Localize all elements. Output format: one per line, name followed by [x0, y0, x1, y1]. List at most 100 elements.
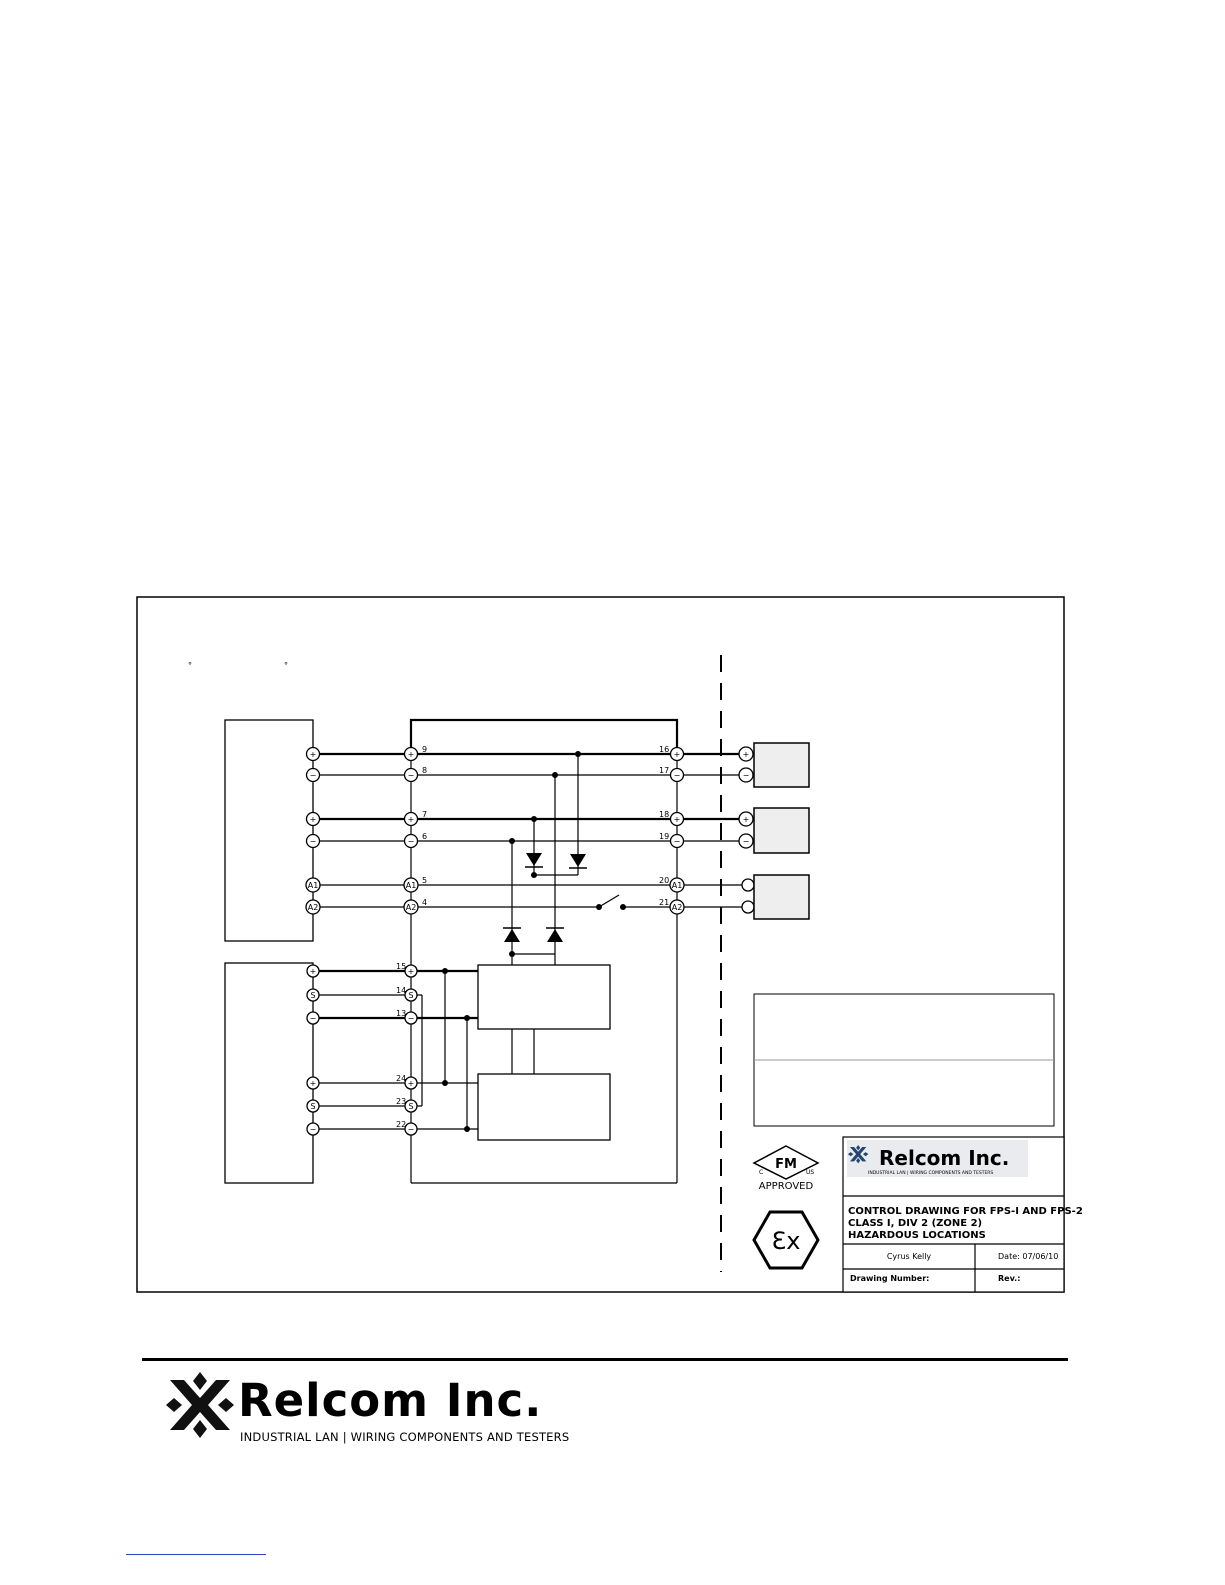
svg-text:−: − — [408, 1014, 415, 1023]
svg-text:S: S — [310, 1102, 315, 1111]
left-terminal: + — [306, 1076, 320, 1090]
module-terminal-8: −8 — [403, 766, 427, 783]
svg-text:+: + — [310, 967, 317, 976]
left-device-box-top — [224, 719, 314, 942]
svg-text:−: − — [310, 771, 317, 780]
svg-text:9: 9 — [422, 745, 427, 754]
left-terminal: − — [306, 1122, 320, 1136]
left-device-box-bottom — [224, 962, 314, 1184]
left-terminal: + — [305, 811, 321, 827]
svg-text:APPROVED: APPROVED — [759, 1181, 814, 1192]
left-terminal: − — [306, 1011, 320, 1025]
svg-text:+: + — [743, 815, 750, 824]
title-line-3: HAZARDOUS LOCATIONS — [848, 1230, 986, 1241]
module-terminal-5: A15 — [403, 876, 427, 893]
svg-text:8: 8 — [422, 766, 427, 775]
rev-label: Rev.: — [998, 1274, 1020, 1283]
svg-text:21: 21 — [659, 898, 669, 907]
module-terminal-7: +7 — [403, 810, 427, 827]
module-terminal-9: +9 — [403, 745, 427, 762]
junction-dot — [509, 838, 515, 844]
svg-text:−: − — [674, 771, 681, 780]
drawing-frame — [136, 596, 1065, 1293]
drawing-number-label: Drawing Number: — [850, 1274, 929, 1283]
left-terminal: + — [305, 746, 321, 762]
svg-text:15: 15 — [396, 962, 406, 971]
module-terminal-15: +15 — [396, 962, 418, 978]
footer-rule — [142, 1358, 1068, 1361]
svg-text:−: − — [310, 1014, 317, 1023]
svg-text:S: S — [310, 991, 315, 1000]
svg-text:−: − — [408, 837, 415, 846]
module-terminal-6: −6 — [403, 832, 427, 849]
relcom-logo-icon — [847, 1145, 869, 1164]
left-terminal: A1 — [305, 877, 321, 893]
junction-dot — [442, 1080, 448, 1086]
svg-text:6: 6 — [422, 832, 427, 841]
svg-text:+: + — [310, 815, 317, 824]
field-terminal-open — [741, 900, 755, 914]
left-terminal: S — [306, 1099, 320, 1113]
junction-dot — [531, 816, 537, 822]
module-terminal-14: S14 — [396, 986, 418, 1002]
svg-text:19: 19 — [659, 832, 669, 841]
svg-text:14: 14 — [396, 986, 406, 995]
module-terminal-13: −13 — [396, 1009, 418, 1025]
drawn-by: Cyrus Kelly — [887, 1252, 932, 1261]
svg-text:+: + — [408, 750, 415, 759]
module-terminal-16: +16 — [659, 745, 685, 762]
junction-dot — [464, 1126, 470, 1132]
title-block-company: Relcom Inc. — [879, 1146, 1009, 1170]
junction-dot — [531, 872, 537, 878]
svg-text:−: − — [408, 771, 415, 780]
svg-text:A1: A1 — [308, 881, 319, 890]
degree-mark-2: ° — [284, 661, 288, 670]
svg-text:+: + — [408, 815, 415, 824]
diode-icon — [503, 927, 521, 942]
field-terminal: − — [738, 767, 754, 783]
svg-text:+: + — [674, 750, 681, 759]
junction-dot — [509, 951, 515, 957]
left-terminal: − — [305, 833, 321, 849]
svg-text:−: − — [743, 771, 750, 780]
left-terminal: − — [305, 767, 321, 783]
svg-text:+: + — [408, 1079, 415, 1088]
footer-link-underline — [126, 1554, 266, 1555]
svg-text:20: 20 — [659, 876, 669, 885]
svg-text:16: 16 — [659, 745, 669, 754]
module-top-rail — [409, 718, 679, 760]
title-line-1: CONTROL DRAWING FOR FPS-I AND FPS-2 — [848, 1206, 1083, 1217]
module-terminal-17: −17 — [659, 766, 685, 783]
svg-text:22: 22 — [396, 1120, 406, 1129]
svg-text:4: 4 — [422, 898, 427, 907]
svg-text:A2: A2 — [406, 903, 417, 912]
diode-icon — [525, 853, 543, 868]
field-terminal-open — [741, 878, 755, 892]
title-block-tagline: INDUSTRIAL LAN | WIRING COMPONENTS AND T… — [868, 1170, 993, 1176]
svg-text:−: − — [310, 837, 317, 846]
field-device-box-1 — [753, 742, 810, 788]
svg-text:C: C — [759, 1169, 763, 1176]
svg-text:+: + — [408, 967, 415, 976]
degree-mark-1: ° — [188, 661, 192, 670]
svg-text:7: 7 — [422, 810, 427, 819]
module-terminal-4: A2 4 — [403, 898, 427, 915]
field-terminal: − — [738, 833, 754, 849]
module-terminal-18: +18 — [659, 810, 685, 827]
junction-dot — [575, 751, 581, 757]
title-block: Relcom Inc. INDUSTRIAL LAN | WIRING COMP… — [842, 1136, 1083, 1293]
drawing-date: Date: 07/06/10 — [998, 1252, 1058, 1261]
field-device-box-3 — [753, 874, 810, 920]
svg-text:5: 5 — [422, 876, 427, 885]
svg-text:+: + — [310, 1079, 317, 1088]
svg-text:13: 13 — [396, 1009, 406, 1018]
left-terminal: A2 — [305, 899, 321, 915]
title-line-2: CLASS I, DIV 2 (ZONE 2) — [848, 1218, 982, 1229]
svg-text:US: US — [806, 1169, 814, 1176]
svg-text:−: − — [674, 837, 681, 846]
footer-tagline: INDUSTRIAL LAN | WIRING COMPONENTS AND T… — [240, 1430, 570, 1444]
footer-company-name: Relcom Inc. — [238, 1374, 543, 1427]
field-terminal: + — [738, 811, 754, 827]
